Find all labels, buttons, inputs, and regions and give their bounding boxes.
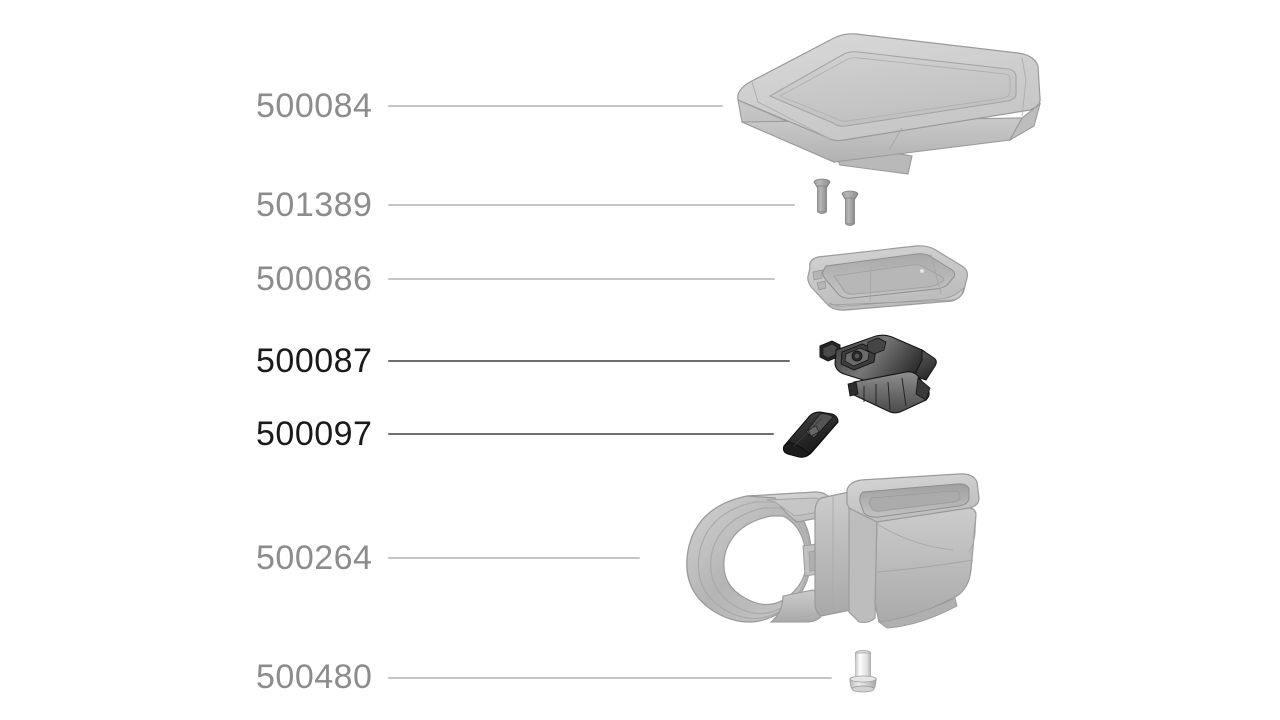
part-graphic-mount-clamp-assembly <box>819 334 937 414</box>
leader-line-500264 <box>388 557 640 559</box>
leader-line-500087 <box>388 360 790 362</box>
part-number-label-500087[interactable]: 500087 <box>256 342 373 380</box>
part-graphic-screw-pair <box>813 178 859 226</box>
part-number-label-500084[interactable]: 500084 <box>256 87 373 125</box>
part-number-label-500097[interactable]: 500097 <box>256 415 373 453</box>
leader-line-500480 <box>388 677 832 679</box>
part-graphic-display-unit <box>737 33 1041 175</box>
part-number-label-501389[interactable]: 501389 <box>256 186 373 224</box>
part-graphic-housing-tray <box>807 245 969 311</box>
leader-line-500086 <box>388 278 775 280</box>
part-number-label-500264[interactable]: 500264 <box>256 539 373 577</box>
part-number-label-500086[interactable]: 500086 <box>256 260 373 298</box>
leader-line-500097 <box>388 433 774 435</box>
part-graphic-wedge-clip <box>782 411 839 458</box>
part-graphic-flanged-bolt <box>849 650 877 693</box>
leader-line-501389 <box>388 204 795 206</box>
leader-line-500084 <box>388 105 723 107</box>
part-graphic-handlebar-clamp-housing <box>686 473 980 629</box>
part-number-label-500480[interactable]: 500480 <box>256 658 373 696</box>
